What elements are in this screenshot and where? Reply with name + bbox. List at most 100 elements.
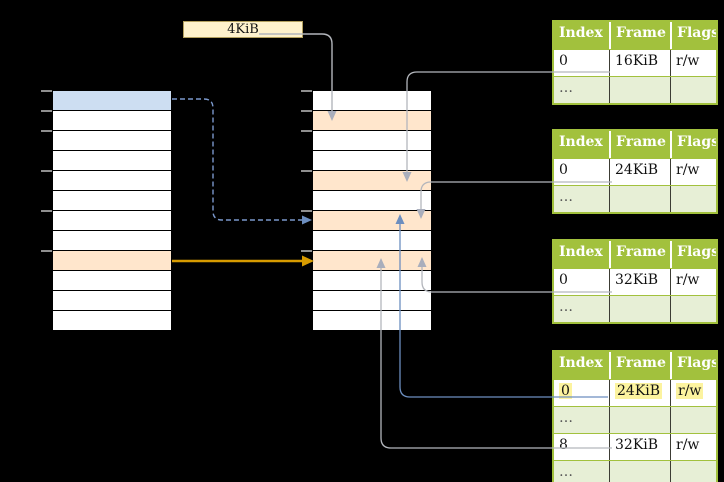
memory-row	[53, 91, 171, 111]
header-frame: Frame	[609, 352, 670, 379]
cell-ellipsis: …	[559, 80, 574, 96]
cell-flags: r/w	[670, 269, 716, 295]
size-label-box: 4KiB	[183, 21, 303, 38]
memory-row	[53, 231, 171, 251]
table-row: 8 32KiB r/w	[554, 433, 716, 460]
header-flags: Flags	[670, 22, 716, 49]
virtual-memory-strip	[41, 90, 172, 331]
address-tick	[301, 170, 312, 172]
cell-empty	[609, 407, 670, 433]
page-table-24kib: Index Frame Flags 0 24KiB r/w …	[552, 129, 718, 214]
address-tick	[301, 90, 312, 92]
memory-row	[53, 171, 171, 191]
memory-row	[313, 91, 431, 111]
arrowhead-right-icon	[302, 215, 312, 225]
physical-memory-strip	[301, 90, 432, 331]
header-index: Index	[559, 25, 603, 41]
memory-row	[53, 271, 171, 291]
table-row-ellipsis: …	[554, 76, 716, 103]
cell-frame: 24KiB	[609, 159, 670, 185]
table-header-row: Index Frame Flags	[554, 241, 716, 268]
page-table-level2: Index Frame Flags 0 24KiB r/w … 8 32KiB …	[552, 350, 718, 482]
table-header-row: Index Frame Flags	[554, 352, 716, 379]
address-tick	[301, 110, 312, 112]
table-header-row: Index Frame Flags	[554, 131, 716, 158]
address-tick	[41, 110, 52, 112]
header-index: Index	[559, 244, 603, 260]
table-row-highlighted: 0 24KiB r/w	[554, 379, 716, 406]
memory-row	[313, 191, 431, 211]
memory-row	[53, 211, 171, 231]
table-row-ellipsis: …	[554, 185, 716, 212]
page-table-32kib: Index Frame Flags 0 32KiB r/w …	[552, 239, 718, 324]
header-frame: Frame	[609, 131, 670, 158]
cell-empty	[670, 186, 716, 212]
memory-row	[313, 131, 431, 151]
cell-ellipsis: …	[559, 410, 574, 426]
memory-row	[313, 171, 431, 191]
header-frame: Frame	[609, 241, 670, 268]
header-flags: Flags	[670, 241, 716, 268]
memory-row	[313, 311, 431, 331]
memory-row	[313, 291, 431, 311]
table-row: 0 32KiB r/w	[554, 268, 716, 295]
table-row-ellipsis: …	[554, 406, 716, 433]
cell-empty	[609, 461, 670, 482]
memory-row	[313, 151, 431, 171]
table-row: 0 16KiB r/w	[554, 49, 716, 76]
memory-row	[313, 271, 431, 291]
header-index: Index	[559, 134, 603, 150]
address-tick	[41, 210, 52, 212]
cell-frame: 32KiB	[609, 434, 670, 460]
address-tick	[41, 90, 52, 92]
cell-empty	[609, 186, 670, 212]
page-table-16kib: Index Frame Flags 0 16KiB r/w …	[552, 20, 718, 105]
table-row-ellipsis: …	[554, 460, 716, 482]
cell-flags: r/w	[670, 380, 716, 406]
virtual-orange-page-arrow	[172, 255, 314, 267]
table-row-ellipsis: …	[554, 295, 716, 322]
header-frame: Frame	[609, 22, 670, 49]
highlight: 0	[559, 383, 572, 399]
cell-index: 0	[554, 380, 609, 406]
address-tick	[41, 130, 52, 132]
address-tick	[41, 170, 52, 172]
address-tick	[301, 130, 312, 132]
cell-empty	[670, 296, 716, 322]
cell-empty	[670, 77, 716, 103]
memory-row	[313, 231, 431, 251]
cell-index: 0	[559, 162, 568, 178]
memory-row	[53, 251, 171, 271]
size-label: 4KiB	[227, 22, 259, 37]
memory-row	[313, 111, 431, 131]
table-row: 0 24KiB r/w	[554, 158, 716, 185]
memory-row	[53, 311, 171, 331]
address-tick	[41, 250, 52, 252]
highlight: 24KiB	[615, 383, 663, 399]
cell-ellipsis: …	[559, 189, 574, 205]
virtual-page-translation-arrow	[172, 98, 312, 225]
memory-row	[313, 211, 431, 231]
cell-empty	[670, 461, 716, 482]
cell-ellipsis: …	[559, 299, 574, 315]
cell-flags: r/w	[670, 159, 716, 185]
cell-flags: r/w	[670, 50, 716, 76]
memory-row	[53, 191, 171, 211]
header-flags: Flags	[670, 352, 716, 379]
table-header-row: Index Frame Flags	[554, 22, 716, 49]
cell-index: 8	[559, 437, 568, 453]
highlight: r/w	[676, 383, 704, 399]
memory-row	[53, 111, 171, 131]
memory-row	[53, 151, 171, 171]
cell-ellipsis: …	[559, 464, 574, 480]
cell-empty	[609, 77, 670, 103]
cell-index: 0	[559, 272, 568, 288]
cell-index: 0	[559, 53, 568, 69]
cell-empty	[609, 296, 670, 322]
header-index: Index	[559, 355, 603, 371]
memory-row	[53, 131, 171, 151]
cell-empty	[670, 407, 716, 433]
memory-row	[53, 291, 171, 311]
memory-row	[313, 251, 431, 271]
